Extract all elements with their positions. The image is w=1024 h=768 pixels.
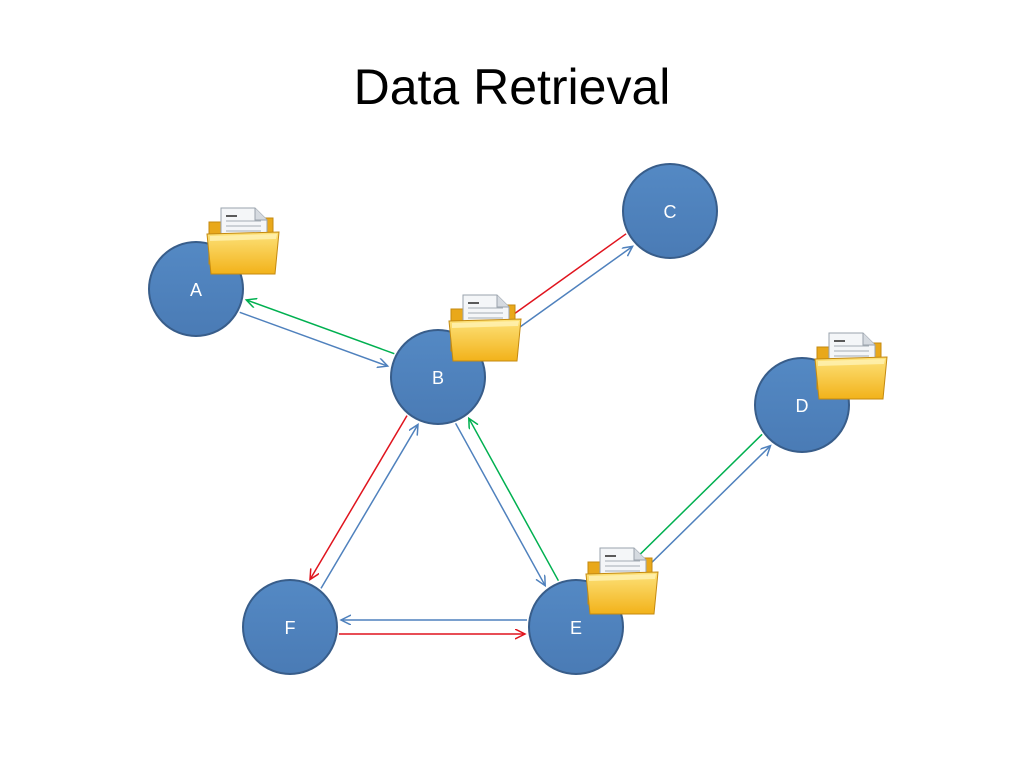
node-circle <box>622 163 718 259</box>
edge-b-to-a <box>246 300 395 355</box>
node-label: B <box>432 368 444 388</box>
edge-e-to-b <box>469 418 560 582</box>
edge-a-to-b <box>239 311 388 366</box>
folder-with-document-icon <box>448 294 522 362</box>
slide-title: Data Retrieval <box>353 59 671 115</box>
edge-f-to-b <box>320 425 418 589</box>
node-label: D <box>796 396 809 416</box>
node-circle <box>242 579 338 675</box>
edges-layer <box>239 233 771 634</box>
edge-b-to-f <box>310 415 408 580</box>
folder-with-document-icon <box>814 332 888 400</box>
edge-b-to-e <box>454 422 546 585</box>
node-c: C <box>622 163 718 259</box>
node-label: A <box>190 280 202 300</box>
folders-layer <box>206 207 888 615</box>
node-label: C <box>664 202 677 222</box>
folder-with-document-icon <box>206 207 280 275</box>
node-label: F <box>285 618 296 638</box>
node-f: F <box>242 579 338 675</box>
folder-with-document-icon <box>585 547 659 615</box>
node-label: E <box>570 618 582 638</box>
